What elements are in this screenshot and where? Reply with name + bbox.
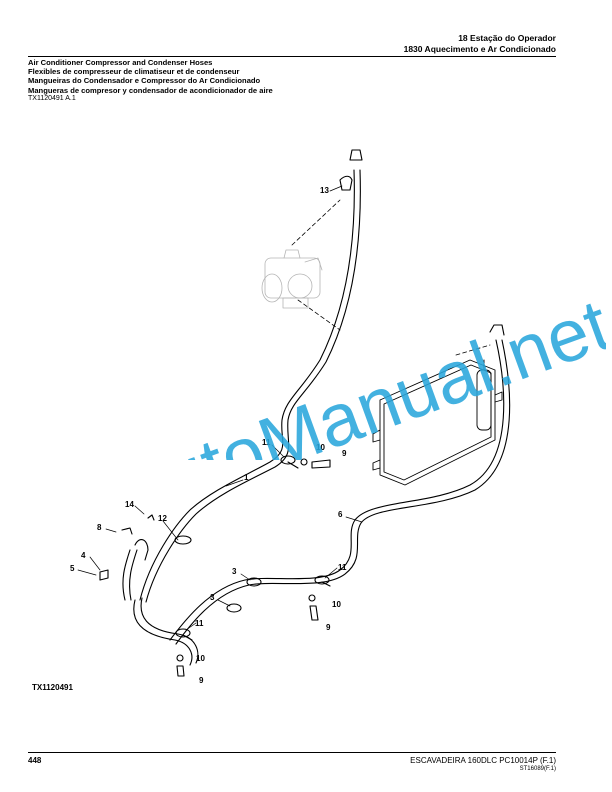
section-title: 18 Estação do Operador — [458, 33, 556, 43]
elbow-fitting-13 — [339, 175, 353, 191]
figure-id: TX1120491 — [32, 683, 73, 692]
callout-10-top: 10 — [316, 443, 325, 452]
hose-1 — [139, 169, 361, 603]
callout-6: 6 — [338, 510, 343, 519]
callout-13: 13 — [320, 186, 329, 195]
title-french: Flexibles de compresseur de climatiseur … — [28, 67, 240, 77]
callout-1: 1 — [244, 473, 249, 482]
top-fitting — [349, 149, 363, 161]
title-portuguese: Mangueiras do Condensador e Compressor d… — [28, 76, 261, 86]
callouts: 13 11 10 9 1 6 14 8 12 4 5 3 11 3 10 9 1… — [70, 186, 347, 685]
fasteners — [176, 458, 331, 677]
callout-10-bottom: 10 — [196, 654, 205, 663]
callout-5: 5 — [70, 564, 75, 573]
footer-divider — [28, 752, 556, 753]
leader-lines — [291, 199, 491, 356]
condenser-fitting — [489, 324, 505, 336]
subsection-title: 1830 Aquecimento e Ar Condicionado — [403, 44, 556, 54]
callout-11-right: 11 — [338, 563, 347, 572]
page-number: 448 — [28, 756, 42, 765]
watermark-text: AutoManual.net — [105, 283, 606, 460]
watermark-logo: AutoManual.net — [105, 283, 606, 460]
callout-12: 12 — [158, 514, 167, 523]
reference-code: TX1120491 A.1 — [28, 95, 76, 102]
footer-model: ESCAVADEIRA 160DLC PC10014P (F.1) — [410, 756, 556, 765]
callout-10-right: 10 — [332, 600, 341, 609]
callout-4: 4 — [81, 551, 86, 560]
condenser — [372, 359, 503, 486]
title-spanish: Mangueras de compresor y condensador de … — [28, 85, 273, 95]
callout-11-bottom: 11 — [195, 619, 204, 628]
callout-11-top: 11 — [262, 438, 271, 447]
callout-9-right: 9 — [326, 623, 331, 632]
callout-3-lower: 3 — [210, 593, 215, 602]
title-english: Air Conditioner Compressor and Condenser… — [28, 58, 213, 67]
compressor — [261, 249, 323, 309]
callout-14: 14 — [125, 500, 134, 509]
callout-8: 8 — [97, 523, 102, 532]
hose-12 — [122, 549, 199, 666]
callout-3-upper: 3 — [232, 567, 237, 576]
callout-9-bottom: 9 — [199, 676, 204, 685]
part-titles: Air Conditioner Compressor and Condenser… — [28, 58, 273, 95]
callout-leaders — [77, 185, 363, 631]
footer-code: ST16089(F.1) — [519, 766, 556, 772]
header-divider — [28, 56, 556, 57]
callout-9-top: 9 — [342, 449, 347, 458]
clamps — [174, 455, 331, 641]
left-bracket — [99, 514, 155, 581]
